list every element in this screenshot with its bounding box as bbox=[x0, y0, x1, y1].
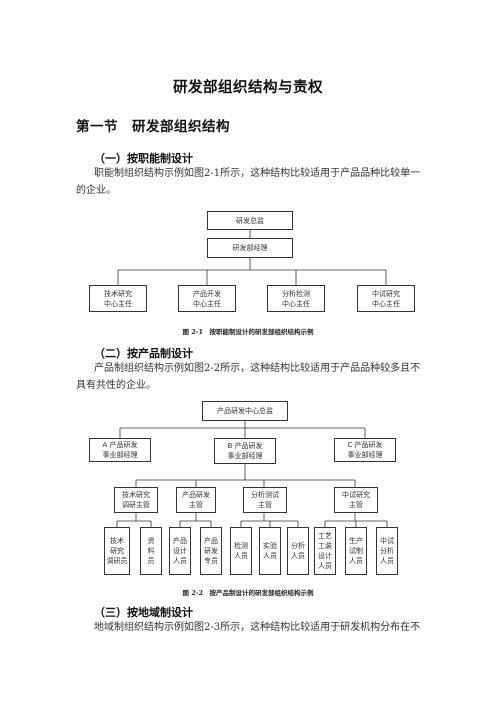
chart2-box-staff-product-dev: 产品 研发 专员 bbox=[200, 527, 222, 575]
chart1-box-pilot: 中试研究 中心主任 bbox=[357, 285, 415, 312]
chart2-box-staff-data-clerk: 资 料 员 bbox=[140, 527, 162, 575]
section-title: 第一节 研发部组织结构 bbox=[76, 119, 230, 135]
chart2-box-division-b: B 产品研发 事业部经理 bbox=[214, 438, 276, 464]
chart1-box-product-dev: 产品开发 中心主任 bbox=[178, 285, 236, 312]
chart2-box-tech-research-supervisor: 技术研究 调研主管 bbox=[114, 487, 158, 513]
chart2-box-staff-tech-research: 技术 研究 调研员 bbox=[104, 527, 130, 575]
chart2-box-staff-product-design: 产品 设计 人员 bbox=[169, 527, 191, 575]
paragraph-product: 产品制组织结构示例如图2-2所示，这种结构比较适用于产品品种较多且不具有共性的企… bbox=[76, 363, 421, 391]
subheading-product: （二）按产品制设计 bbox=[94, 347, 193, 360]
chart2-box-staff-experiment: 实验 人员 bbox=[259, 527, 281, 575]
chart1-box-director: 研发总监 bbox=[207, 211, 293, 230]
chart2-box-director: 产品研发中心总监 bbox=[202, 401, 288, 421]
chart2-box-staff-inspection: 检测 人员 bbox=[230, 527, 252, 575]
chart2-box-pilot-supervisor: 中试研究 主管 bbox=[334, 487, 378, 513]
subheading-functional: （一）按职能制设计 bbox=[94, 152, 193, 165]
chart1-box-analysis: 分析检测 中心主任 bbox=[267, 285, 325, 312]
chart2-box-analysis-supervisor: 分析测试 主管 bbox=[243, 487, 287, 513]
chart2-box-division-c: C 产品研发 事业部经理 bbox=[334, 438, 396, 462]
chart2-box-staff-analysis: 分析 人员 bbox=[287, 527, 309, 575]
caption-figure-2-1: 图 2-1 按职能制设计的研发部组织结构示例 bbox=[182, 328, 314, 336]
chart2-box-staff-process-tooling: 工艺 工装 设计 人员 bbox=[314, 527, 336, 575]
subheading-regional: （三）按地域制设计 bbox=[94, 606, 193, 619]
chart2-box-product-dev-supervisor: 产品研发 主管 bbox=[176, 487, 216, 513]
paragraph-regional: 地域制组织结构示例如图2-3所示，这种结构比较适用于研发机构分布在不 bbox=[94, 622, 421, 633]
chart2-box-staff-trial-production: 生产 试制 人员 bbox=[345, 527, 367, 575]
chart2-box-staff-pilot-analysis: 中试 分析 人员 bbox=[376, 527, 398, 575]
document-title: 研发部组织结构与责权 bbox=[173, 79, 323, 96]
caption-figure-2-2: 图 2-2 按产品制设计的研发部组织结构示例 bbox=[182, 589, 314, 597]
chart1-box-manager: 研发部经理 bbox=[207, 238, 293, 258]
chart2-box-division-a: A 产品研发 事业部经理 bbox=[89, 438, 151, 462]
chart1-box-tech-research: 技术研究 中心主任 bbox=[89, 285, 147, 312]
paragraph-functional: 职能制组织结构示例如图2-1所示，这种结构比较适用于产品品种比较单一的企业。 bbox=[76, 168, 421, 196]
